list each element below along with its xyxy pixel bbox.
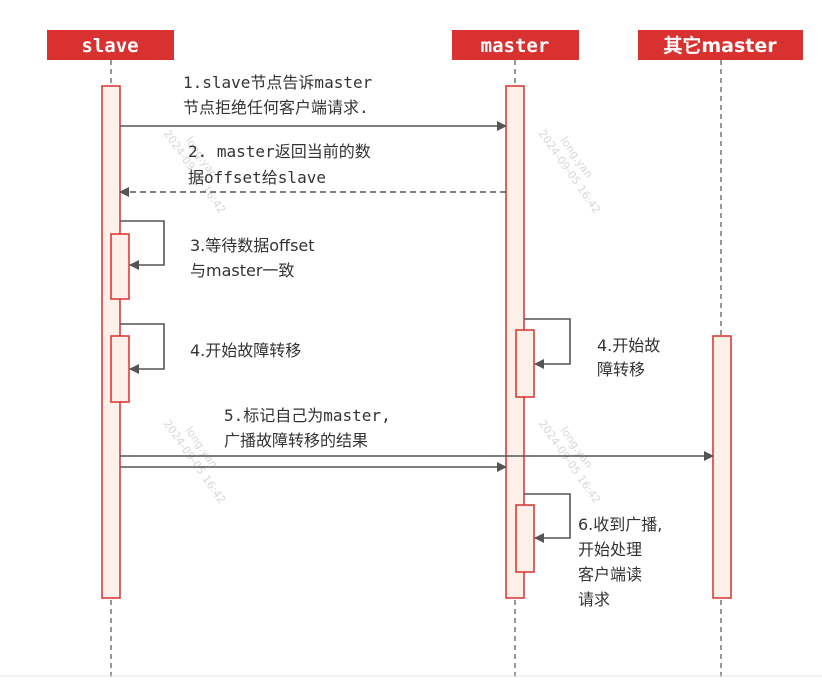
message-6-line-2: 开始处理 <box>578 540 642 559</box>
message-4b-line-2: 障转移 <box>597 360 645 379</box>
message-3-self-arrow <box>120 220 165 270</box>
message-4a-line-1: 4.开始故障转移 <box>190 341 301 360</box>
message-4b-self-arrow <box>524 318 571 369</box>
message-3-line-2: 与master一致 <box>190 261 294 280</box>
watermark-4: long.yan 2024-09-05 16:42 <box>536 418 604 507</box>
message-1-line-2: 节点拒绝任何客户端请求. <box>183 98 369 117</box>
slave-activation-wait <box>110 233 130 300</box>
message-4a-self-arrow <box>120 323 165 374</box>
actor-slave-label: slave <box>81 35 138 57</box>
other-master-activation-bar <box>712 335 732 599</box>
master-activation-broadcast <box>515 504 535 573</box>
message-2-line-1: 2. master返回当前的数 <box>188 142 371 161</box>
message-6-line-3: 客户端读 <box>578 565 642 584</box>
message-2-line-2: 据offset给slave <box>188 168 326 187</box>
slave-activation-failover <box>110 335 130 403</box>
master-activation-failover <box>515 329 535 398</box>
message-5-line-2: 广播故障转移的结果 <box>224 431 368 450</box>
actor-other-master-label: 其它master <box>663 34 777 57</box>
message-5-line-1: 5.标记自己为master, <box>224 406 391 425</box>
actor-slave: slave <box>47 30 174 60</box>
message-1-line-1: 1.slave节点告诉master <box>183 73 373 92</box>
message-3-line-1: 3.等待数据offset <box>190 236 315 255</box>
message-6-line-1: 6.收到广播, <box>578 515 662 534</box>
message-4b-line-1: 4.开始故 <box>597 336 660 355</box>
actor-master: master <box>452 30 579 60</box>
actor-other-master: 其它master <box>638 30 803 60</box>
message-6-self-arrow <box>524 493 571 543</box>
message-6-line-4: 请求 <box>578 590 610 609</box>
actor-master-label: master <box>481 35 550 57</box>
watermark-2: long.yan 2024-09-05 16:42 <box>536 128 604 217</box>
